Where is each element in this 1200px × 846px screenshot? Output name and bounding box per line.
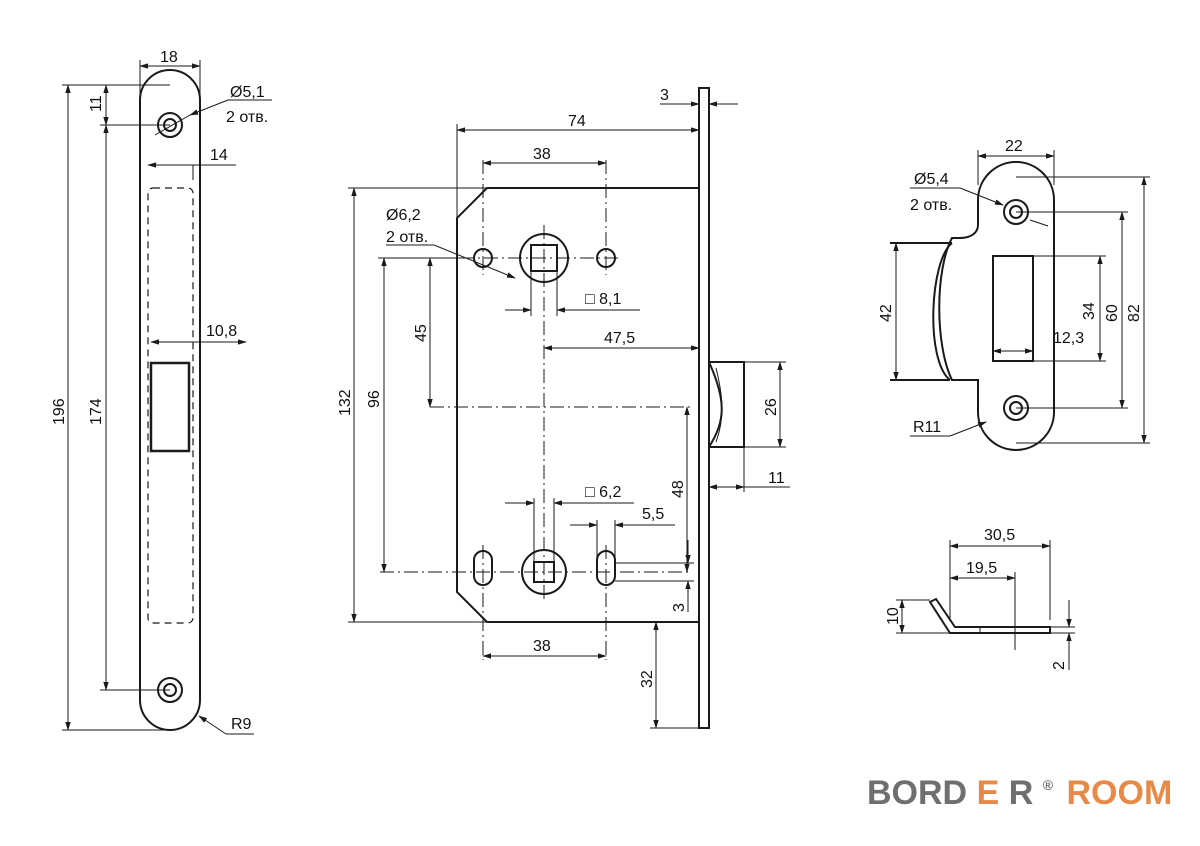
dim-45-label: 45 <box>413 324 430 342</box>
leader-hole <box>189 99 229 116</box>
dim-latch-front-label: 47,5 <box>604 330 635 347</box>
dim-82-label: 82 <box>1126 304 1143 322</box>
leader-radius <box>198 715 227 735</box>
dim-slot-label: 12,3 <box>1053 330 1084 347</box>
faceplate-view: 18 11 Ø5,1 2 отв. 14 10,8 196 174 R9 <box>51 49 272 735</box>
faceplate-radius-label: R9 <box>231 716 252 733</box>
latch-bolt <box>708 361 745 448</box>
dim-hole-offset-label: 11 <box>88 95 105 112</box>
ext-line <box>949 421 987 437</box>
text: BORD E R ® ROOM <box>867 760 1172 812</box>
dim-plate-label: 3 <box>660 87 669 104</box>
logo-part3: R <box>1009 774 1034 812</box>
body-hole-label: Ø6,2 <box>386 207 421 224</box>
leader-body-hole <box>433 244 516 279</box>
dim-strike-width-label: 22 <box>1005 138 1023 155</box>
logo-part1: BORD <box>867 774 967 812</box>
profile-outline <box>928 597 1051 634</box>
faceplate-latch-window <box>149 361 191 453</box>
dim-hole-spacing-label: 174 <box>88 398 105 425</box>
dim-slot-width-label: 5,5 <box>642 506 664 523</box>
dim-slot-label: 14 <box>210 147 228 164</box>
dim-latch-projection-label: 11 <box>768 470 785 487</box>
brand-logo: BORD E R ® ROOM <box>867 760 1172 812</box>
dim-2-label: 2 <box>1051 661 1068 670</box>
square-bottom-label: □ 6,2 <box>585 484 621 501</box>
faceplate-hole-label: Ø5,1 <box>230 84 265 101</box>
dim-48-label: 48 <box>670 480 687 498</box>
strike-hole-count: 2 отв. <box>910 197 952 214</box>
strike-outline <box>938 161 1055 451</box>
body-front-plate <box>698 87 710 729</box>
dim-34-label: 34 <box>1081 302 1098 320</box>
dim-3-label: 3 <box>671 603 688 612</box>
dim-96-label: 96 <box>366 390 383 408</box>
dim-42-label: 42 <box>878 304 895 322</box>
dim-width-label: 18 <box>160 49 178 66</box>
logo-part2: E <box>977 774 1000 812</box>
dim-10-label: 10 <box>885 607 902 625</box>
body-hole-count: 2 отв. <box>386 229 428 246</box>
dim-132-label: 132 <box>337 389 354 416</box>
faceplate-outline <box>139 69 201 731</box>
lock-body-view: 3 74 38 Ø6,2 2 отв. □ 8,1 47,5 45 96 <box>337 87 790 729</box>
faceplate-hidden-body <box>147 187 194 624</box>
square-top-label: □ 8,1 <box>585 291 621 308</box>
dim-30-5-label: 30,5 <box>984 527 1015 544</box>
dim-latch-label: 10,8 <box>206 323 237 340</box>
strike-radius-label: R11 <box>913 419 941 436</box>
strike-lip <box>932 242 953 381</box>
logo-reg: ® <box>1043 777 1054 793</box>
faceplate-hole-count: 2 отв. <box>226 109 268 126</box>
strike-latch-slot <box>992 255 1034 362</box>
strike-plate-view: 22 Ø5,4 2 отв. 42 34 12,3 60 82 R11 <box>878 138 1150 451</box>
logo-part4: ROOM <box>1067 774 1173 812</box>
dim-backset-label: 74 <box>568 113 586 130</box>
dim-spindle-bottom-label: 38 <box>533 638 551 655</box>
ext-line <box>1029 219 1049 227</box>
dim-spindle-top-label: 38 <box>533 146 551 163</box>
dim-latch-height-label: 26 <box>763 398 780 416</box>
strike-profile-view: 30,5 19,5 10 2 <box>885 527 1075 670</box>
strike-hole-label: Ø5,4 <box>914 171 949 188</box>
ext-line <box>715 367 723 443</box>
dim-32-label: 32 <box>639 670 656 688</box>
dim-19-5-label: 19,5 <box>966 560 997 577</box>
dim-total-height-label: 196 <box>51 398 68 425</box>
ext-line <box>154 114 191 136</box>
dim-60-label: 60 <box>1104 304 1121 322</box>
ext-line <box>959 187 1004 206</box>
body-case-outline <box>456 187 699 623</box>
